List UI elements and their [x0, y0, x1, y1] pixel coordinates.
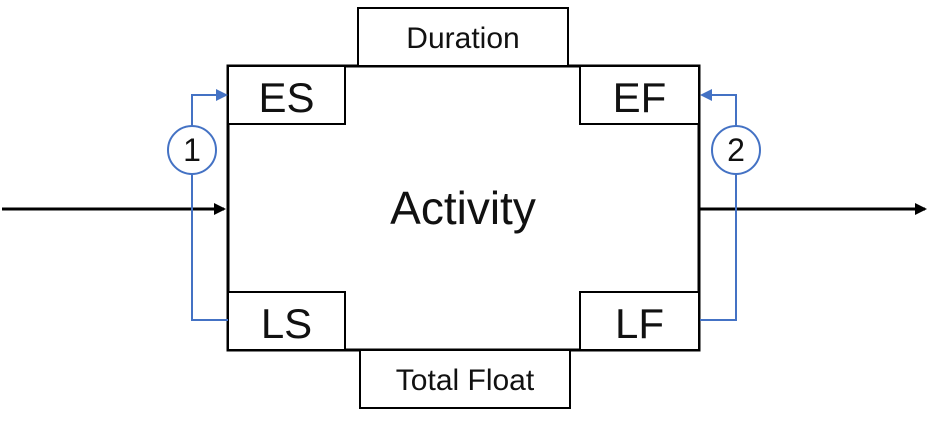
ls-box: [227, 291, 346, 351]
total-float-box: [359, 349, 571, 409]
es-label: ES: [258, 74, 314, 121]
lf-label: LF: [615, 300, 664, 347]
left-connector: [191, 89, 228, 321]
ef-label: EF: [613, 74, 667, 121]
ef-box: [579, 65, 700, 125]
activity-label: Activity: [390, 182, 536, 234]
right-connector: [700, 89, 737, 321]
marker-2-circle: [711, 125, 761, 175]
marker-1-circle: [167, 125, 217, 175]
ls-label: LS: [261, 300, 312, 347]
marker-1-label: 1: [183, 132, 201, 168]
lf-box: [579, 291, 700, 351]
marker-2-label: 2: [727, 132, 745, 168]
es-box: [227, 65, 346, 125]
total-float-label: Total Float: [396, 364, 535, 397]
duration-label: Duration: [406, 22, 519, 55]
duration-box: [357, 7, 569, 67]
